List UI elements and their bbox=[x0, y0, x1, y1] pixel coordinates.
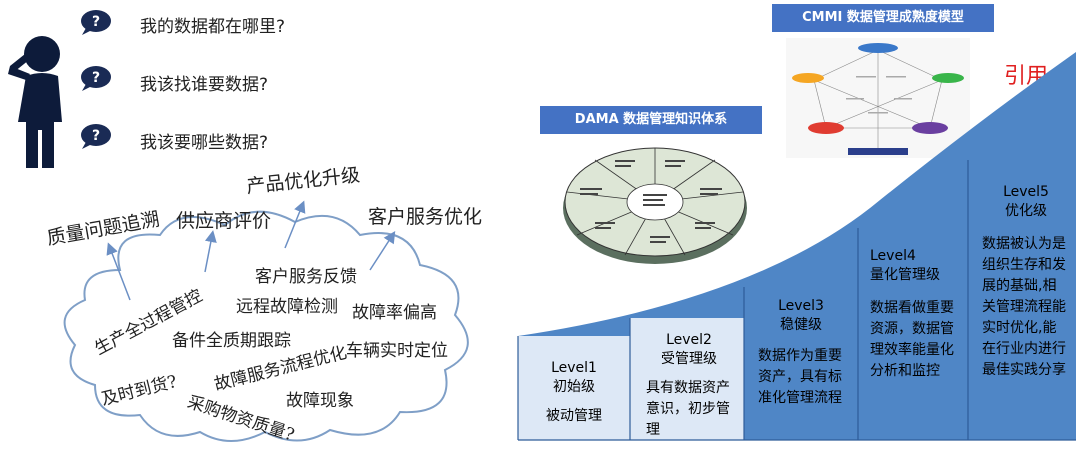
level-5-block: Level5 优化级 数据被认为是组织生存和发展的基础,相关管理流程能实时优化,… bbox=[982, 184, 1070, 381]
level-desc: 具有数据资产意识，初步管理 bbox=[646, 380, 730, 438]
dama-wheel-image bbox=[563, 147, 747, 264]
question-text: 我的数据都在哪里? bbox=[140, 17, 286, 37]
question-text: 我该找谁要数据? bbox=[140, 75, 269, 95]
level-name: 受管理级 bbox=[661, 351, 717, 367]
level-desc: 数据被认为是组织生存和发展的基础,相关管理流程能实时优化,能在行业内进行最佳实践… bbox=[982, 236, 1066, 378]
svg-text:?: ? bbox=[92, 70, 100, 86]
svg-text:?: ? bbox=[92, 128, 100, 144]
level-code: Level1 bbox=[551, 360, 597, 376]
level-desc: 数据作为重要资产，具有标准化管理流程 bbox=[758, 348, 842, 406]
cloud-top-label: 客户服务优化 bbox=[368, 206, 483, 228]
level-3-block: Level3 稳健级 数据作为重要资产，具有标准化管理流程 bbox=[758, 298, 844, 409]
cloud-inner-label: 车辆实时定位 bbox=[346, 341, 448, 361]
question-bubble-icon: ? bbox=[78, 122, 112, 150]
dama-title-banner: DAMA 数据管理知识体系 bbox=[540, 106, 762, 134]
cloud-inner-label: 备件全质期跟踪 bbox=[172, 331, 291, 351]
svg-text:?: ? bbox=[92, 14, 100, 30]
level-name: 量化管理级 bbox=[870, 267, 940, 283]
cloud-inner-label: 故障率偏高 bbox=[352, 303, 437, 323]
level-code: Level3 bbox=[778, 298, 824, 314]
level-code: Level4 bbox=[870, 248, 916, 264]
arrow-icon bbox=[106, 200, 396, 301]
cloud-inner-label: 客户服务反馈 bbox=[255, 267, 357, 287]
level-2-block: Level2 受管理级 具有数据资产意识，初步管理 bbox=[646, 332, 732, 441]
level-code: Level2 bbox=[666, 332, 712, 348]
cloud-inner-label: 远程故障检测 bbox=[236, 297, 338, 317]
level-desc: 被动管理 bbox=[546, 408, 602, 424]
level-name: 稳健级 bbox=[780, 317, 822, 333]
cmmi-model-image bbox=[786, 38, 970, 158]
level-name: 初始级 bbox=[553, 379, 595, 395]
question-text: 我该要哪些数据? bbox=[140, 133, 269, 153]
cloud-top-label: 供应商评价 bbox=[176, 210, 272, 232]
issue-cloud bbox=[63, 210, 469, 442]
question-bubble-icon: ? bbox=[78, 8, 112, 36]
level-desc: 数据看做重要资源，数据管理效率能量化分析和监控 bbox=[870, 300, 954, 379]
cmmi-title-banner: CMMI 数据管理成熟度模型 bbox=[772, 4, 994, 32]
level-4-block: Level4 量化管理级 数据看做重要资源，数据管理效率能量化分析和监控 bbox=[870, 248, 956, 382]
level-name: 优化级 bbox=[1005, 203, 1047, 219]
level-1-block: Level1 初始级 被动管理 bbox=[518, 360, 630, 427]
level-code: Level5 bbox=[1003, 184, 1049, 200]
cloud-inner-label: 故障现象 bbox=[286, 391, 354, 411]
thinking-person-icon bbox=[8, 36, 62, 168]
question-bubble-icon: ? bbox=[78, 64, 112, 92]
